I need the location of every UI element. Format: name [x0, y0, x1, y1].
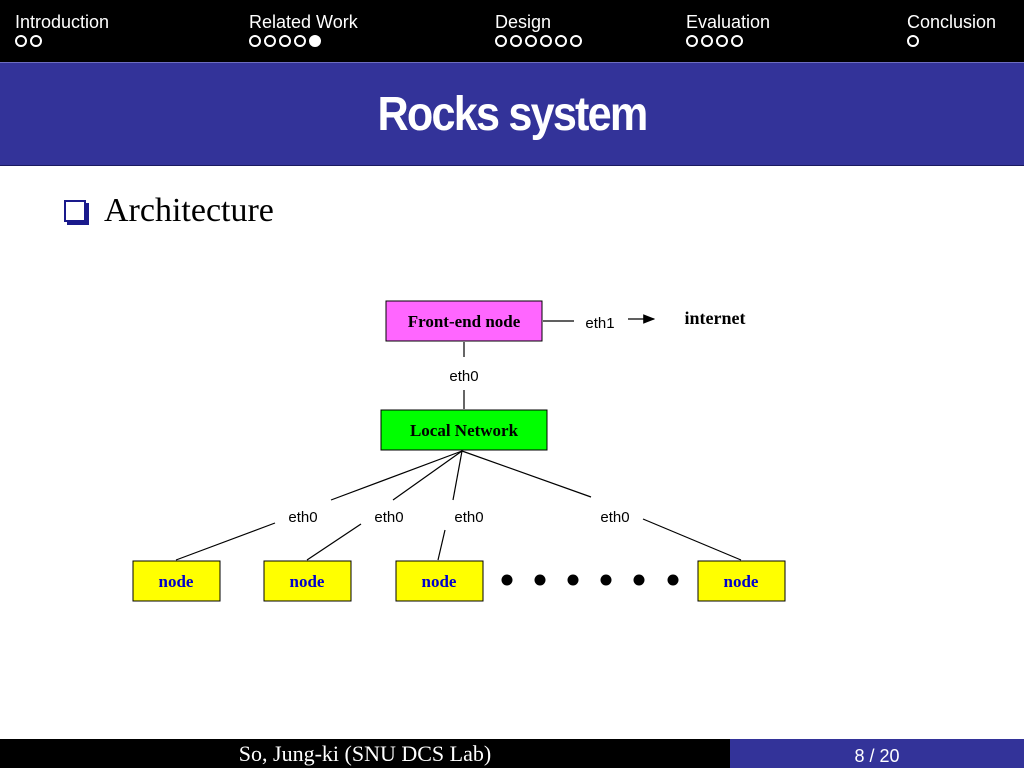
- section-navigation-bar: Introduction Related Work Design Evaluat…: [0, 0, 1024, 62]
- slide-dot-icon[interactable]: [716, 35, 728, 47]
- checkbox-bullet-icon: [64, 200, 86, 222]
- ellipsis-dot: [600, 574, 612, 586]
- slide-dot-icon[interactable]: [249, 35, 261, 47]
- nav-section-label[interactable]: Evaluation: [686, 12, 771, 32]
- slide-title: Rocks system: [377, 88, 649, 141]
- slide-dot-icon[interactable]: [264, 35, 276, 47]
- internet-label: internet: [685, 308, 746, 328]
- nav-section-design[interactable]: Design: [495, 12, 582, 47]
- slide-dot-icon[interactable]: [279, 35, 291, 47]
- eth0-label-front-end: eth0: [449, 368, 478, 385]
- network-link-1-upper: [330, 450, 463, 501]
- nav-progress-dots: [495, 35, 582, 47]
- compute-node-3: node: [395, 560, 484, 602]
- nav-section-introduction[interactable]: Introduction: [15, 12, 109, 47]
- footer-page-number: 8 / 20: [730, 739, 1024, 768]
- network-link-2-upper: [392, 450, 463, 501]
- slide-dot-icon[interactable]: [540, 35, 552, 47]
- eth0-label-node-1: eth0: [288, 509, 317, 526]
- connector-lines: [175, 314, 742, 561]
- bullet-item: Architecture: [64, 192, 274, 230]
- eth1-label: eth1: [585, 315, 614, 332]
- slide-dot-icon[interactable]: [701, 35, 713, 47]
- compute-node-box: [697, 560, 786, 602]
- nav-progress-dots: [15, 35, 109, 47]
- nav-progress-dots: [907, 35, 996, 47]
- eth0-label-node-3: eth0: [454, 509, 483, 526]
- eth0-label-node-2: eth0: [374, 509, 403, 526]
- ellipsis-dot: [501, 574, 513, 586]
- ellipsis-dot: [534, 574, 546, 586]
- compute-node-box: [395, 560, 484, 602]
- ellipsis-dots: [501, 574, 679, 586]
- front-end-node: Front-end node: [385, 300, 543, 342]
- slide-dot-icon[interactable]: [525, 35, 537, 47]
- local-network-box: [380, 409, 548, 451]
- slide-dot-icon[interactable]: [30, 35, 42, 47]
- nav-section-label[interactable]: Related Work: [249, 12, 358, 32]
- compute-node-label: node: [159, 572, 194, 591]
- slide-dot-icon[interactable]: [555, 35, 567, 47]
- slide-dot-icon[interactable]: [309, 35, 321, 47]
- nav-section-conclusion[interactable]: Conclusion: [907, 12, 996, 47]
- eth0-label-node-4: eth0: [600, 509, 629, 526]
- compute-node-1: node: [132, 560, 221, 602]
- network-link-1-lower: [175, 522, 276, 561]
- network-link-4-lower: [642, 518, 742, 561]
- slide-dot-icon[interactable]: [686, 35, 698, 47]
- slide-dot-icon[interactable]: [907, 35, 919, 47]
- nav-progress-dots: [686, 35, 770, 47]
- network-link-4-upper: [461, 450, 592, 498]
- nav-section-label[interactable]: Introduction: [15, 12, 110, 32]
- title-band: Rocks system: [0, 62, 1024, 166]
- nav-section-label[interactable]: Design: [495, 12, 552, 32]
- local-network-label: Local Network: [410, 421, 519, 440]
- network-link-2-lower: [306, 523, 362, 561]
- compute-node-label: node: [290, 572, 325, 591]
- nav-section-evaluation[interactable]: Evaluation: [686, 12, 770, 47]
- network-link-3-lower: [437, 529, 446, 561]
- slide-dot-icon[interactable]: [495, 35, 507, 47]
- ellipsis-dot: [567, 574, 579, 586]
- compute-node-label: node: [422, 572, 457, 591]
- slide-dot-icon[interactable]: [510, 35, 522, 47]
- nav-progress-dots: [249, 35, 358, 47]
- front-end-node-label: Front-end node: [408, 312, 521, 331]
- slide-dot-icon[interactable]: [731, 35, 743, 47]
- compute-node-4: node: [697, 560, 786, 602]
- ellipsis-dot: [667, 574, 679, 586]
- ellipsis-dot: [633, 574, 645, 586]
- nav-section-label[interactable]: Conclusion: [907, 12, 997, 32]
- network-link-3-upper: [452, 450, 463, 501]
- slide-dot-icon[interactable]: [15, 35, 27, 47]
- compute-node-box: [263, 560, 352, 602]
- bullet-text: Architecture: [104, 192, 274, 229]
- slide-dot-icon[interactable]: [570, 35, 582, 47]
- page-number-text: 8 / 20: [854, 746, 900, 766]
- nav-section-related-work[interactable]: Related Work: [249, 12, 358, 47]
- slide-dot-icon[interactable]: [294, 35, 306, 47]
- front-end-node-box: [385, 300, 543, 342]
- footer-author: So, Jung-ki (SNU DCS Lab): [0, 739, 730, 768]
- compute-node-label: node: [724, 572, 759, 591]
- compute-node-2: node: [263, 560, 352, 602]
- compute-node-box: [132, 560, 221, 602]
- local-network: Local Network: [380, 409, 548, 451]
